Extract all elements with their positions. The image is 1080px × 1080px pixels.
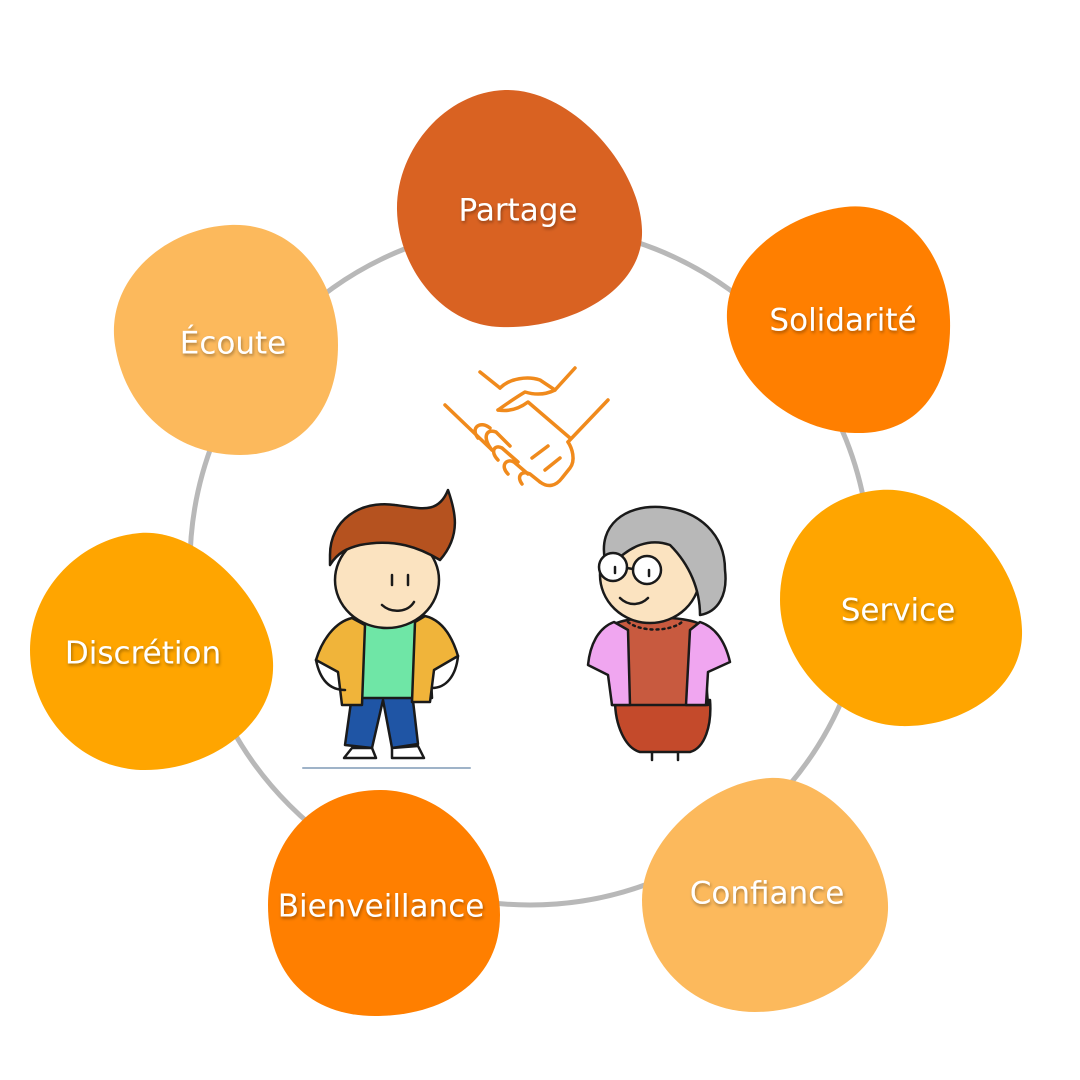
blob-shape [642,777,889,1012]
blob-shape [396,89,643,328]
blob-shape [30,532,274,770]
handshake-icon [443,366,610,488]
value-label: Partage [459,193,578,229]
value-label: Bienveillance [278,889,485,925]
value-label: Service [841,593,956,629]
value-blob-solidarite: Solidarité [726,206,951,434]
value-blob-partage: Partage [396,89,643,328]
value-blob-bienveillance: Bienveillance [268,790,500,1016]
value-label: Confiance [690,876,845,912]
value-blob-service: Service [780,489,1023,727]
value-label: Discrétion [65,636,221,672]
blob-shape [726,206,951,434]
value-label: Solidarité [769,303,916,339]
value-blob-ecoute: Écoute [113,224,338,455]
blob-shape [780,489,1023,727]
blob-shape [113,224,338,455]
elderly-woman-illustration [586,505,732,762]
young-man-illustration [302,488,471,769]
value-blob-discretion: Discrétion [30,532,274,770]
value-label: Écoute [180,326,286,362]
blob-shape [268,790,500,1016]
value-blob-confiance: Confiance [642,777,889,1012]
